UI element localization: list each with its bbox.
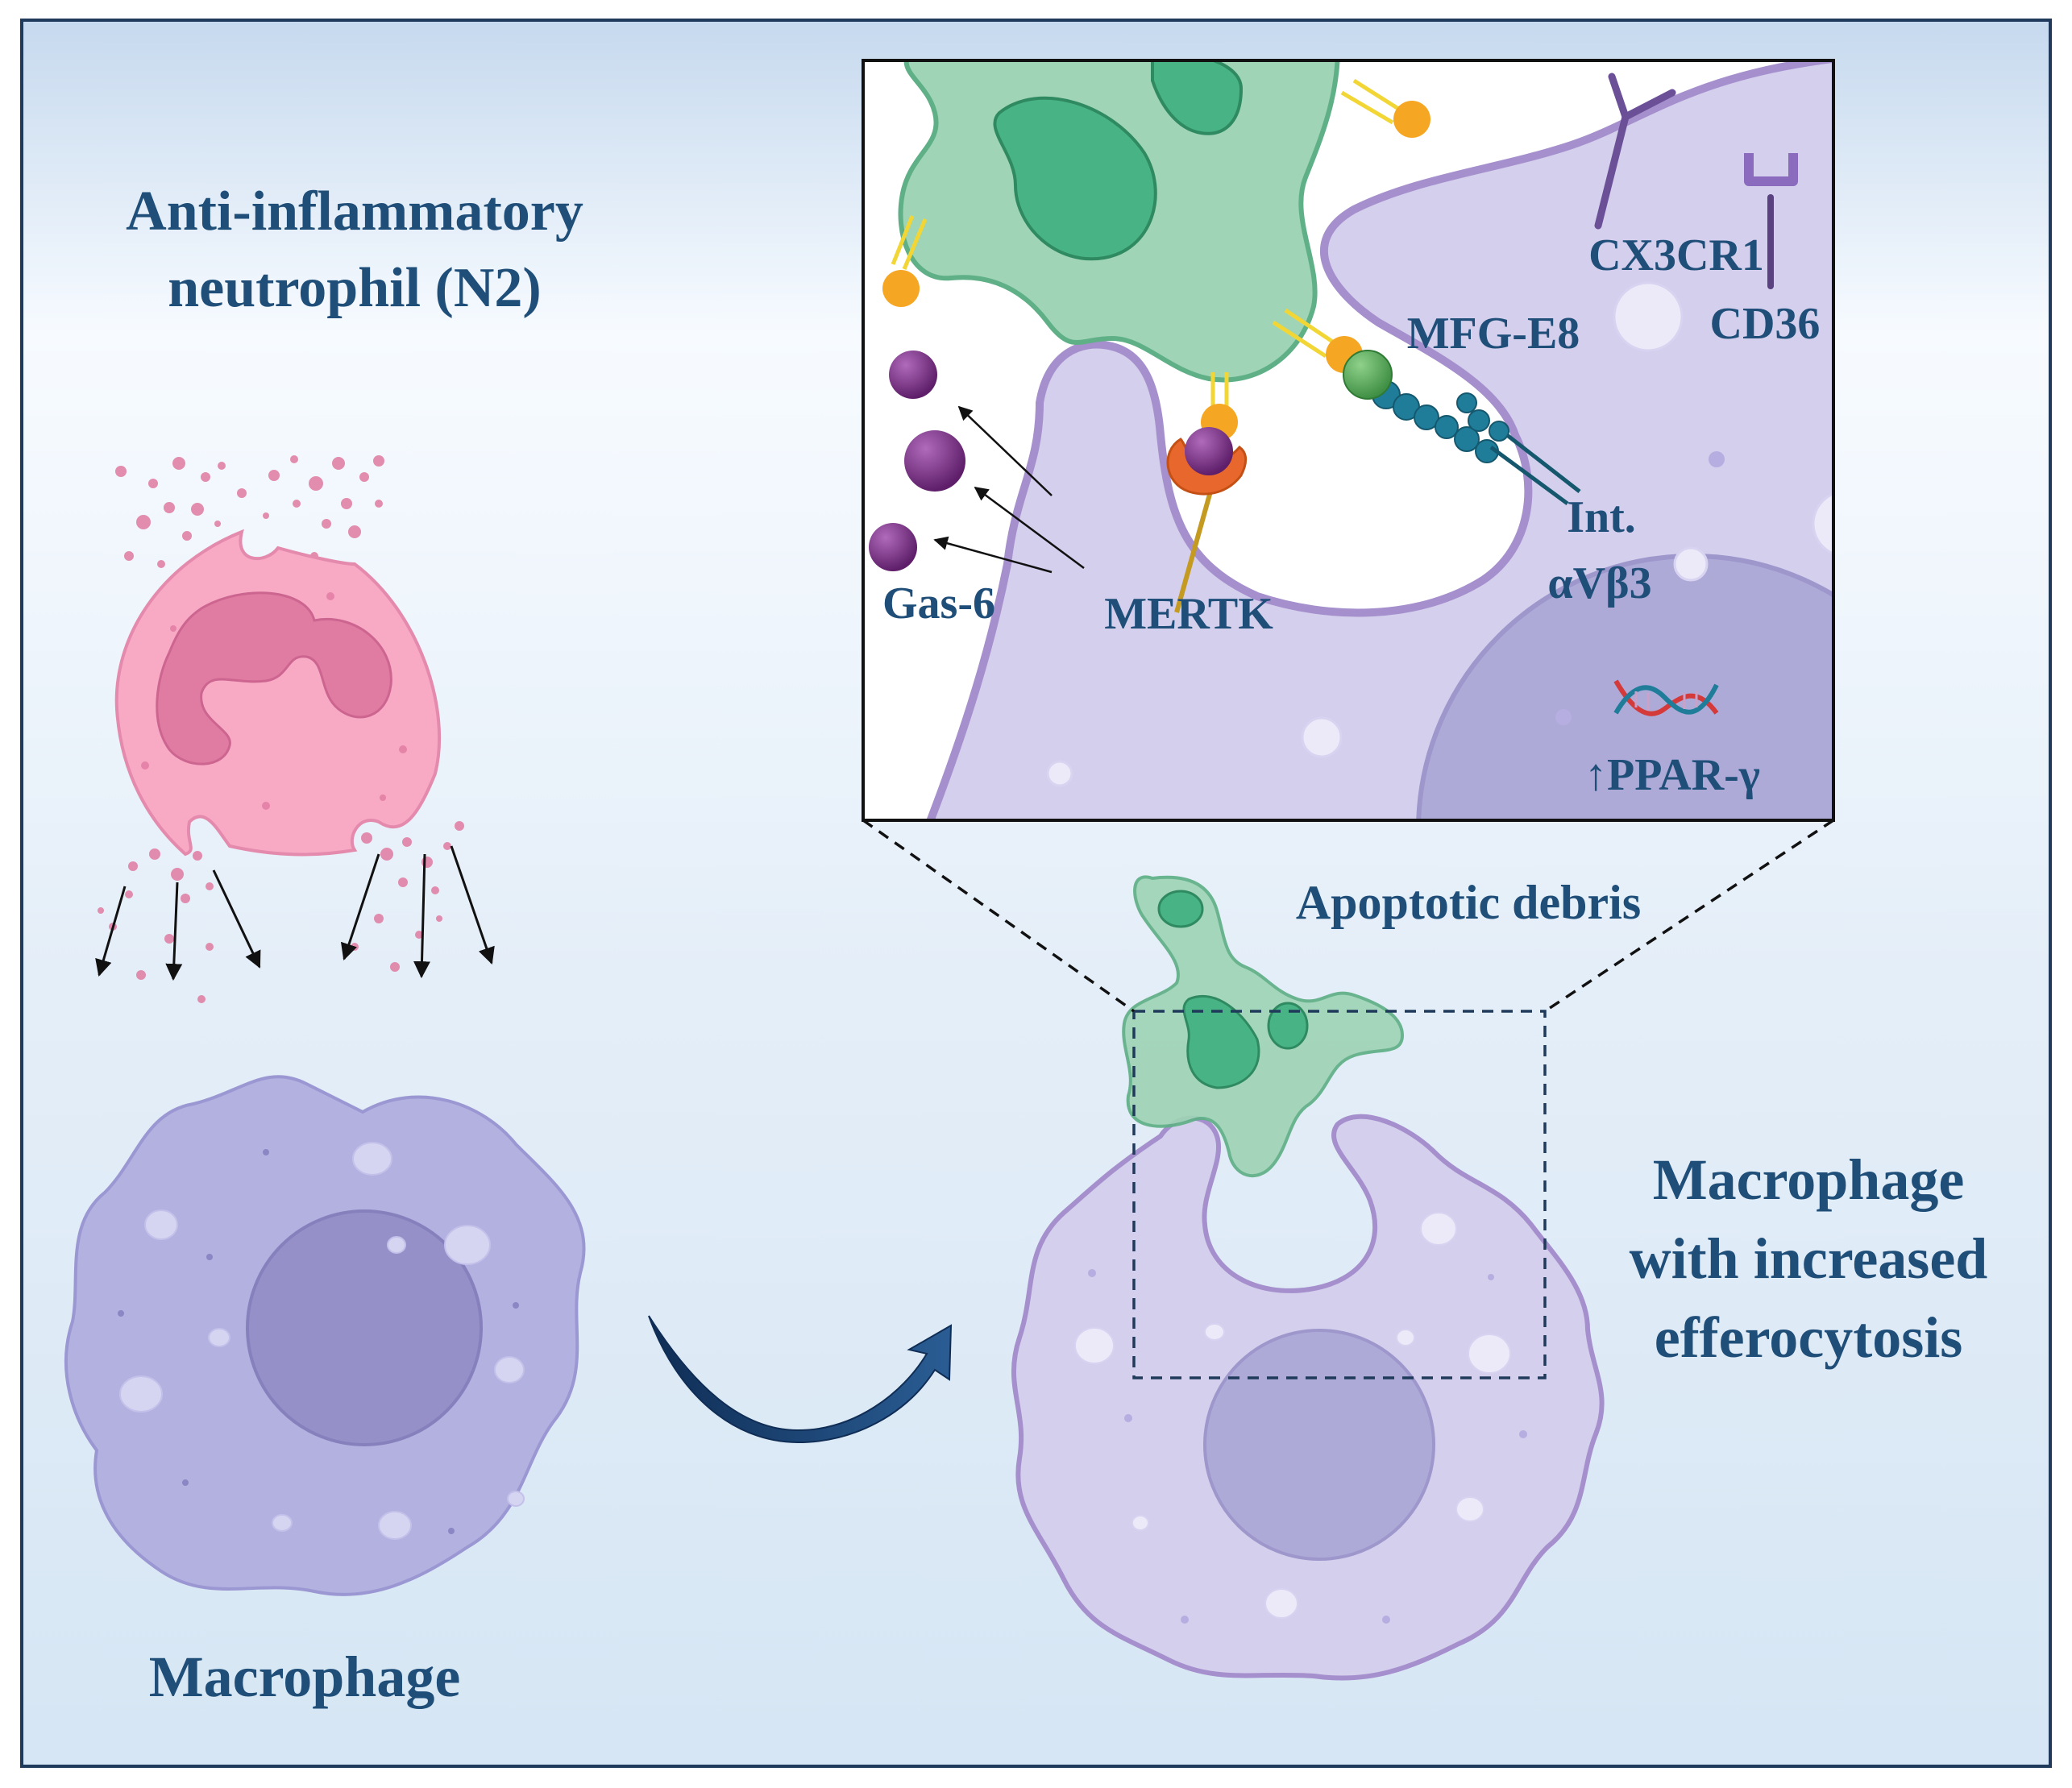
macrophage-vesicles xyxy=(119,1142,525,1540)
zoom-connector-left xyxy=(862,819,1136,1013)
efferocytic-label-line1: Macrophage xyxy=(1653,1147,1965,1212)
gas6-arrows xyxy=(933,405,1085,574)
integrin-label-line2: αVβ3 xyxy=(1547,558,1651,608)
cx3cr1-label: CX3CR1 xyxy=(1588,230,1764,280)
inset-apoptotic-nucleus-2 xyxy=(1151,60,1244,135)
inset-panel xyxy=(862,59,1835,822)
integrin-label-line1: Int. xyxy=(1567,492,1636,542)
transition-arrow xyxy=(648,1315,953,1444)
macrophage-nucleus xyxy=(246,1209,483,1446)
inset-dots xyxy=(1555,451,1725,725)
debris-nucleus-3 xyxy=(1267,1002,1309,1050)
neutrophil-nucleus xyxy=(156,591,392,765)
ppar-gamma-label: ↑PPAR-γ xyxy=(1584,750,1760,800)
inset-frame xyxy=(862,59,1835,822)
mfge8-integrin xyxy=(1343,350,1581,506)
apoptotic-debris-label: Apoptotic debris xyxy=(1296,876,1641,929)
mfge8-label: MFG-E8 xyxy=(1407,309,1580,359)
neutrophil-body-granules xyxy=(141,592,407,810)
neutrophil-title-line1: Anti-inflammatory xyxy=(126,180,583,243)
apoptotic-debris-cell xyxy=(1122,875,1405,1178)
dna-helix-icon xyxy=(1613,679,1719,716)
inset-vesicles xyxy=(1046,281,1833,787)
ps-lipids xyxy=(882,78,1430,441)
neutrophil-n2 xyxy=(95,455,495,1003)
cd36-receptor xyxy=(1744,153,1798,289)
macrophage-resting xyxy=(64,1075,586,1596)
neutrophil-granules xyxy=(98,455,464,1003)
efferocytic-vesicles xyxy=(1074,1212,1511,1619)
neutrophil-title-line2: neutrophil (N2) xyxy=(168,257,541,319)
cd36-label: CD36 xyxy=(1710,299,1821,349)
inset-apoptotic-nucleus-1 xyxy=(993,96,1157,261)
mertk-receptor xyxy=(1166,427,1248,613)
efferocytic-label-line2: with increased xyxy=(1630,1226,1988,1291)
gas6-label: Gas-6 xyxy=(882,579,995,628)
macrophage-efferocytic xyxy=(1011,875,1605,1681)
efferocytic-label-line3: efferocytosis xyxy=(1655,1305,1963,1370)
mertk-label: MERTK xyxy=(1104,589,1273,639)
cx3cr1-receptor xyxy=(1594,73,1676,230)
debris-nucleus-1 xyxy=(1157,890,1204,928)
efferocytic-dots xyxy=(1088,1269,1527,1624)
secretion-arrows xyxy=(95,845,495,981)
efferocytic-nucleus xyxy=(1203,1329,1435,1561)
macrophage-label: Macrophage xyxy=(149,1645,461,1709)
macrophage-dots xyxy=(118,1149,519,1534)
gas6-spheres xyxy=(869,351,965,571)
